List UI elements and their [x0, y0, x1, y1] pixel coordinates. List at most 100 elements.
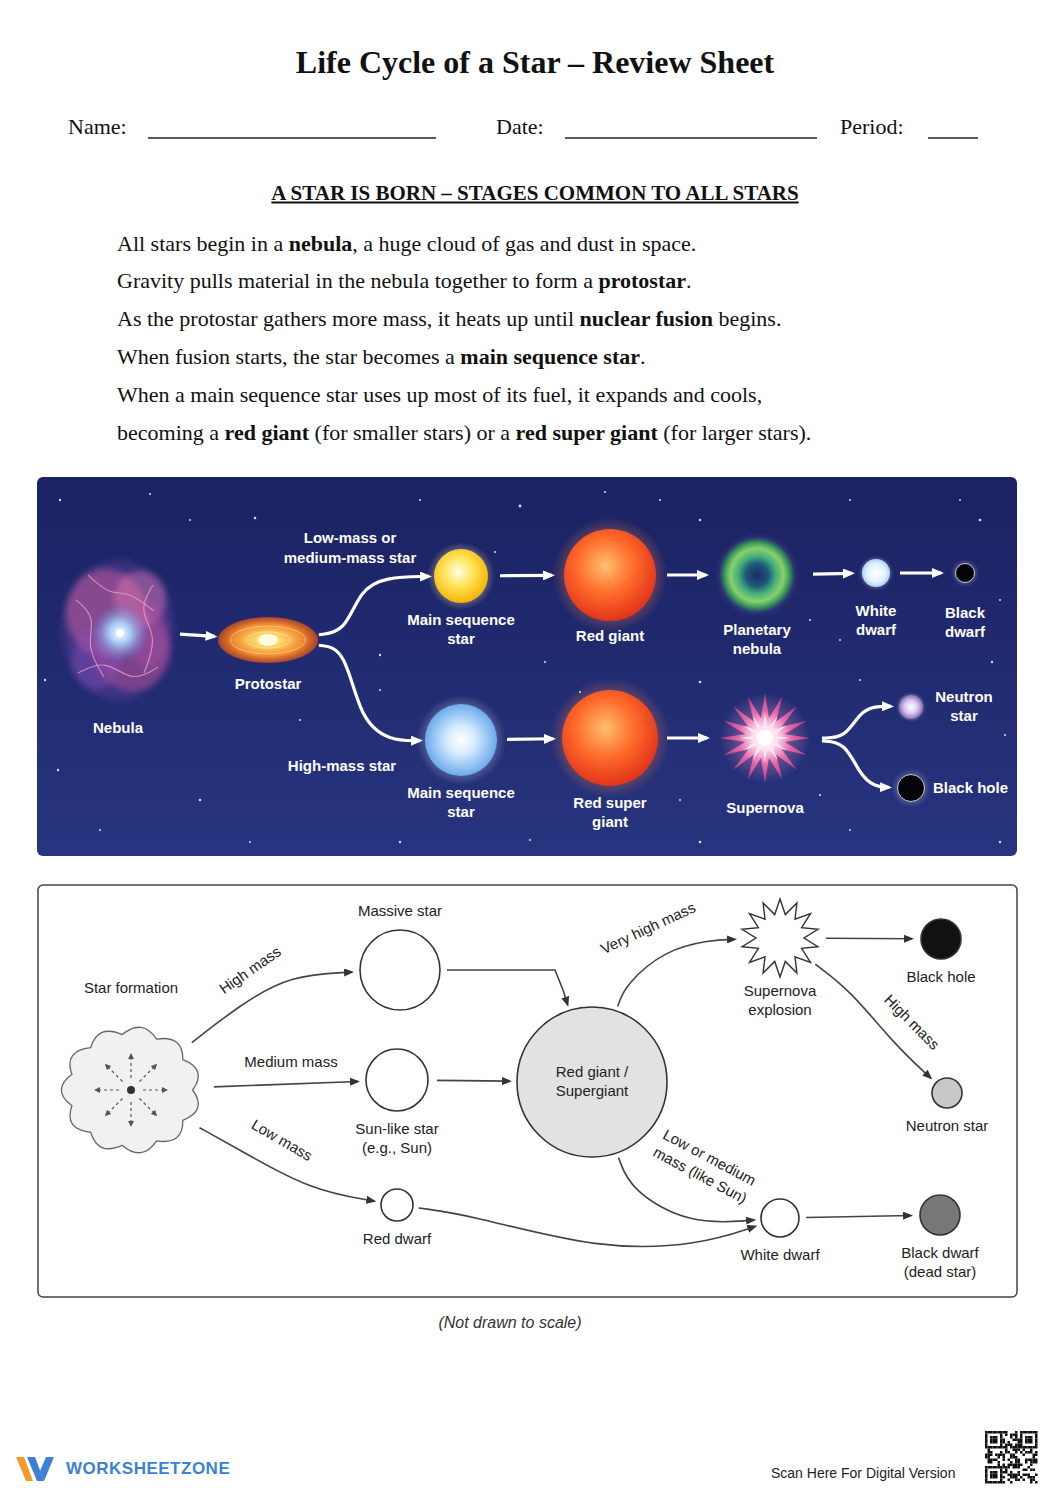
key-term: red super giant	[516, 420, 658, 445]
text-run: (for smaller stars) or a	[309, 420, 515, 445]
qr-module	[1005, 1444, 1008, 1447]
stage-label: Red giant / Supergiant	[537, 1063, 647, 1101]
qr-module	[1005, 1449, 1008, 1452]
cloud-shape	[143, 1089, 167, 1090]
qr-module	[990, 1474, 993, 1477]
stage-circle: Red giant / Supergiant	[516, 1006, 668, 1158]
star-shape	[427, 542, 495, 610]
qr-module	[990, 1459, 993, 1462]
qr-module	[995, 1474, 998, 1477]
flow-arrow	[822, 741, 889, 788]
star-dot	[529, 839, 531, 841]
burst-shape	[757, 730, 773, 746]
burst-shape	[720, 693, 810, 783]
flow-arrow	[507, 737, 553, 741]
qr-module	[1015, 1449, 1018, 1452]
formation-cloud: Star formation	[54, 1020, 208, 1160]
star-shape	[859, 556, 894, 591]
qr-module	[1013, 1446, 1016, 1449]
qr-module	[1010, 1476, 1013, 1479]
flow-arrow	[437, 1080, 510, 1082]
qr-module	[1023, 1474, 1026, 1477]
qr-module	[1003, 1454, 1006, 1457]
star-stage: White dwarf	[862, 559, 890, 587]
key-term: nebula	[289, 231, 353, 256]
star-dot	[849, 829, 851, 831]
qr-module	[1010, 1444, 1013, 1447]
qr-module	[1015, 1459, 1018, 1462]
qr-module	[1003, 1476, 1006, 1479]
qr-module	[1025, 1439, 1028, 1442]
stage-label: Sun-like star (e.g., Sun)	[342, 1120, 452, 1158]
cloud-shape	[127, 1086, 135, 1094]
qr-module	[1015, 1476, 1018, 1479]
qr-module	[1018, 1446, 1021, 1449]
star-dot	[991, 661, 993, 663]
flow-arrow	[447, 970, 568, 1005]
body-sentence: When a main sequence star uses up most o…	[117, 376, 811, 452]
qr-module	[1013, 1464, 1016, 1467]
qr-module	[1000, 1479, 1003, 1482]
qr-module	[988, 1454, 991, 1457]
qr-module	[993, 1476, 996, 1479]
qr-module	[1030, 1469, 1033, 1472]
qr-module	[988, 1459, 991, 1462]
circle-shape	[366, 1049, 428, 1111]
stage-circle: Black hole	[920, 918, 962, 960]
qr-module	[995, 1439, 998, 1442]
qr-module	[1020, 1436, 1023, 1439]
qr-module	[1005, 1469, 1008, 1472]
qr-module	[998, 1461, 1001, 1464]
qr-module	[1003, 1439, 1006, 1442]
qr-module	[1000, 1446, 1003, 1449]
star-stage: Black hole	[897, 774, 925, 802]
qr-module	[1035, 1481, 1038, 1484]
text-run: As the protostar gathers more mass, it h…	[117, 306, 580, 331]
qr-module	[985, 1466, 988, 1469]
qr-module	[1000, 1441, 1003, 1444]
qr-module	[1030, 1479, 1033, 1482]
qr-module	[1030, 1459, 1033, 1462]
star-shape	[562, 690, 658, 786]
qr-module	[1005, 1466, 1008, 1469]
qr-module	[1000, 1469, 1003, 1472]
qr-module	[1018, 1439, 1021, 1442]
qr-module	[1000, 1474, 1003, 1477]
qr-module	[1010, 1474, 1013, 1477]
qr-module	[1028, 1431, 1031, 1434]
qr-module	[1025, 1441, 1028, 1444]
stage-label: Neutron star	[906, 1117, 989, 1136]
qr-module	[1033, 1446, 1036, 1449]
qr-module	[995, 1481, 998, 1484]
qr-module	[1023, 1449, 1026, 1452]
qr-module	[1020, 1451, 1023, 1454]
star-dot	[979, 519, 982, 522]
node-outline	[58, 555, 178, 705]
qr-module	[1025, 1436, 1028, 1439]
qr-module	[1005, 1434, 1008, 1437]
field-label: Date:	[496, 114, 544, 140]
node-outline	[899, 695, 923, 719]
body-sentence: All stars begin in a nebula, a huge clou…	[117, 225, 696, 263]
diagram-frame	[38, 885, 1017, 1297]
key-term: nuclear fusion	[580, 306, 713, 331]
qr-module	[1008, 1459, 1011, 1462]
star-dot	[299, 719, 301, 721]
star-dot	[544, 661, 546, 663]
qr-module	[1033, 1431, 1036, 1434]
qr-module	[985, 1444, 988, 1447]
qr-module	[1000, 1471, 1003, 1474]
qr-module	[1015, 1474, 1018, 1477]
qr-module	[995, 1431, 998, 1434]
qr-module	[1003, 1431, 1006, 1434]
flow-arrow	[419, 1208, 756, 1246]
qr-module	[1018, 1479, 1021, 1482]
star-dot	[99, 829, 101, 831]
text-run: All stars begin in a	[117, 231, 289, 256]
qr-module	[988, 1466, 991, 1469]
qr-module	[1010, 1446, 1013, 1449]
qr-module	[1028, 1436, 1031, 1439]
qr-module	[1003, 1446, 1006, 1449]
